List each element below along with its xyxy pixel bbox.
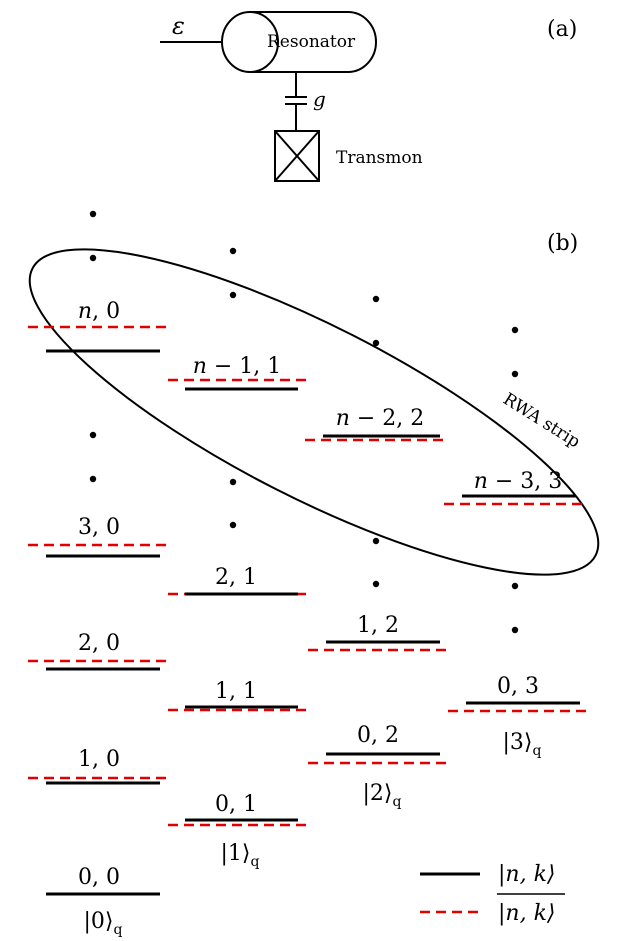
level-label-1-2: 1, 2 [357,613,399,638]
level-label-3-0: 3, 0 [78,515,120,540]
dot [89,254,97,262]
dot [372,537,380,545]
level-label-0-0: 0, 0 [78,865,120,890]
transmon-label: Transmon [336,148,423,168]
qubit-label-2: |2⟩q [363,781,402,810]
resonator-label: Resonator [267,32,356,52]
drive-symbol: ε [172,12,185,40]
level-label-0-2: 0, 2 [357,723,399,748]
dot [89,210,97,218]
panel-b: (b) RWA strip n, 0 3 [28,210,600,938]
dot [89,431,97,439]
ellipsis-dots [89,210,519,634]
level-label-n1-1: n − 1, 1 [193,354,282,379]
dot [511,370,519,378]
level-label-1-1: 1, 1 [215,679,257,704]
level-label-n-0: n, 0 [78,299,120,324]
rwa-strip-ellipse [28,248,600,576]
panel-a-label: (a) [547,17,577,42]
dot [229,291,237,299]
transmon-box [274,130,320,182]
dot [229,521,237,529]
dot [372,295,380,303]
dot [229,247,237,255]
qubit-label-1: |1⟩q [221,841,260,870]
resonator-end-cap [221,11,279,73]
level-label-0-1: 0, 1 [215,792,257,817]
legend-solid-label: |n, k⟩ [498,862,555,887]
dot [511,582,519,590]
level-label-2-0: 2, 0 [78,631,120,656]
coupling-label: g [313,87,326,111]
dot [372,339,380,347]
qubit-label-0: |0⟩q [84,909,123,938]
dot [372,580,380,588]
dot [229,478,237,486]
rwa-strip-label: RWA strip [499,389,583,452]
level-label-n2-2: n − 2, 2 [336,406,425,431]
transmon-cross-b [274,130,320,182]
qubit-label-3: |3⟩q [503,730,542,759]
level-label-1-0: 1, 0 [78,747,120,772]
level-label-n3-3: n − 3, 3 [474,469,563,494]
legend: |n, k⟩ |n, k⟩ [420,862,565,926]
dot [511,626,519,634]
level-label-0-3: 0, 3 [497,674,539,699]
legend-dashed-label: |n, k⟩ [498,901,555,926]
dot [89,475,97,483]
panel-b-label: (b) [547,231,578,256]
resonator-body [250,11,377,73]
panel-a: (a) ε Resonator g Transmon [160,11,577,182]
level-label-2-1: 2, 1 [215,565,257,590]
dot [511,326,519,334]
